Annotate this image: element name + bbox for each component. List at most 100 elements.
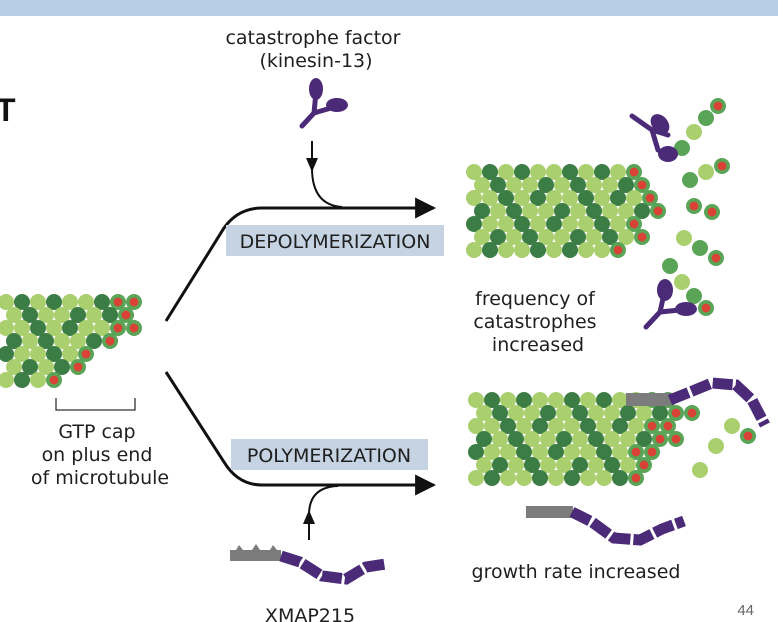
tubulin-subunit: [466, 216, 482, 232]
tubulin-subunit: [540, 431, 556, 447]
tubulin-subunit: [482, 216, 498, 232]
tubulin-subunit: [596, 470, 612, 486]
catastrophe-factor-label: catastrophe factor (kinesin-13): [225, 27, 406, 72]
tubulin-subunit: [546, 242, 562, 258]
tubulin-subunit: [572, 457, 588, 473]
xmap-feed-arrowhead: [303, 510, 315, 524]
tubulin-subunit: [474, 229, 490, 245]
tubulin-subunit: [62, 320, 78, 336]
tubulin-subunit: [686, 124, 702, 140]
gtp-tubulin: [711, 253, 721, 263]
xmap215-bound-top-chain: [667, 377, 770, 428]
tubulin-subunit: [562, 164, 578, 180]
tubulin-subunit: [476, 431, 492, 447]
tubulin-subunit: [94, 320, 110, 336]
tubulin-subunit: [530, 190, 546, 206]
tubulin-subunit: [604, 431, 620, 447]
gtp-tubulin: [637, 232, 647, 242]
microtubule-left: [0, 294, 142, 388]
gtp-tubulin: [129, 323, 139, 333]
gtp-tubulin: [701, 303, 711, 313]
depolymerization-label: DEPOLYMERIZATION: [240, 231, 431, 253]
tubulin-subunit: [522, 229, 538, 245]
tubulin-subunit: [708, 438, 724, 454]
gtp-tubulin: [707, 207, 717, 217]
tubulin-subunit: [588, 431, 604, 447]
tubulin-subunit: [94, 294, 110, 310]
tubulin-subunit: [554, 203, 570, 219]
kinesin-feed-arrow: [311, 141, 343, 208]
tubulin-subunit: [588, 405, 604, 421]
tubulin-subunit: [540, 457, 556, 473]
tubulin-subunit: [578, 164, 594, 180]
tubulin-subunit: [532, 418, 548, 434]
tubulin-subunit: [514, 216, 530, 232]
gtp-tubulin: [73, 362, 83, 372]
tubulin-subunit: [506, 177, 522, 193]
gtp-tubulin: [81, 349, 91, 359]
tubulin-subunit: [564, 392, 580, 408]
tubulin-subunit: [620, 457, 636, 473]
tubulin-subunit: [676, 230, 692, 246]
tubulin-subunit: [594, 190, 610, 206]
depolymerization-box: [226, 225, 444, 256]
tubulin-subunit: [86, 333, 102, 349]
tubulin-subunit: [54, 307, 70, 323]
xmap215-label: XMAP215: [265, 605, 355, 622]
tubulin-subunit: [692, 240, 708, 256]
tubulin-subunit: [466, 242, 482, 258]
tubulin-subunit: [506, 229, 522, 245]
tubulin-subunit: [498, 190, 514, 206]
tubulin-subunit: [22, 333, 38, 349]
page-number: 44: [737, 602, 754, 619]
tubulin-subunit: [556, 431, 572, 447]
gtp-cap-label: GTP cap on plus end of microtubule: [31, 421, 169, 489]
tubulin-subunit: [14, 346, 30, 362]
tubulin-subunit: [532, 392, 548, 408]
xmap215-bound-bottom-chain: [569, 507, 686, 546]
tubulin-subunit: [692, 462, 708, 478]
tubulin-subunit: [538, 229, 554, 245]
tubulin-subunit: [572, 405, 588, 421]
gtp-tubulin: [743, 431, 753, 441]
tubulin-subunit: [612, 418, 628, 434]
gtp-tubulin: [129, 297, 139, 307]
tubulin-subunit: [636, 405, 652, 421]
tubulin-subunit: [522, 203, 538, 219]
tubulin-subunit: [602, 177, 618, 193]
tubulin-subunit: [70, 307, 86, 323]
tubulin-subunit: [634, 203, 650, 219]
tubulin-subunit: [0, 372, 14, 388]
tubulin-subunit: [78, 320, 94, 336]
gtp-tubulin: [647, 447, 657, 457]
tubulin-subunit: [562, 242, 578, 258]
tubulin-subunit: [572, 431, 588, 447]
tubulin-subunit: [538, 203, 554, 219]
tubulin-subunit: [30, 320, 46, 336]
gtp-tubulin: [631, 447, 641, 457]
kinesin-13-molecule: [299, 78, 348, 129]
tubulin-subunit: [38, 359, 54, 375]
tubulin-subunit: [506, 203, 522, 219]
tubulin-subunit: [514, 242, 530, 258]
tubulin-subunit: [578, 242, 594, 258]
tubulin-subunit: [596, 418, 612, 434]
tubulin-subunit: [530, 242, 546, 258]
tubulin-subunit: [570, 229, 586, 245]
tubulin-subunit: [586, 229, 602, 245]
tubulin-subunit: [548, 470, 564, 486]
tubulin-subunit: [570, 177, 586, 193]
tubulin-subunit: [620, 405, 636, 421]
gtp-tubulin: [717, 161, 727, 171]
tubulin-subunit: [474, 177, 490, 193]
kinesin-13-bound-bottom: [643, 279, 697, 330]
tubulin-subunit: [530, 164, 546, 180]
tubulin-subunit: [610, 164, 626, 180]
gtp-tubulin: [49, 375, 59, 385]
tubulin-subunit: [6, 333, 22, 349]
tubulin-subunit: [102, 307, 118, 323]
tubulin-subunit: [492, 431, 508, 447]
kinesin-13-bound-top: [629, 113, 678, 162]
tubulin-subunit: [662, 258, 678, 274]
tubulin-subunit: [500, 392, 516, 408]
